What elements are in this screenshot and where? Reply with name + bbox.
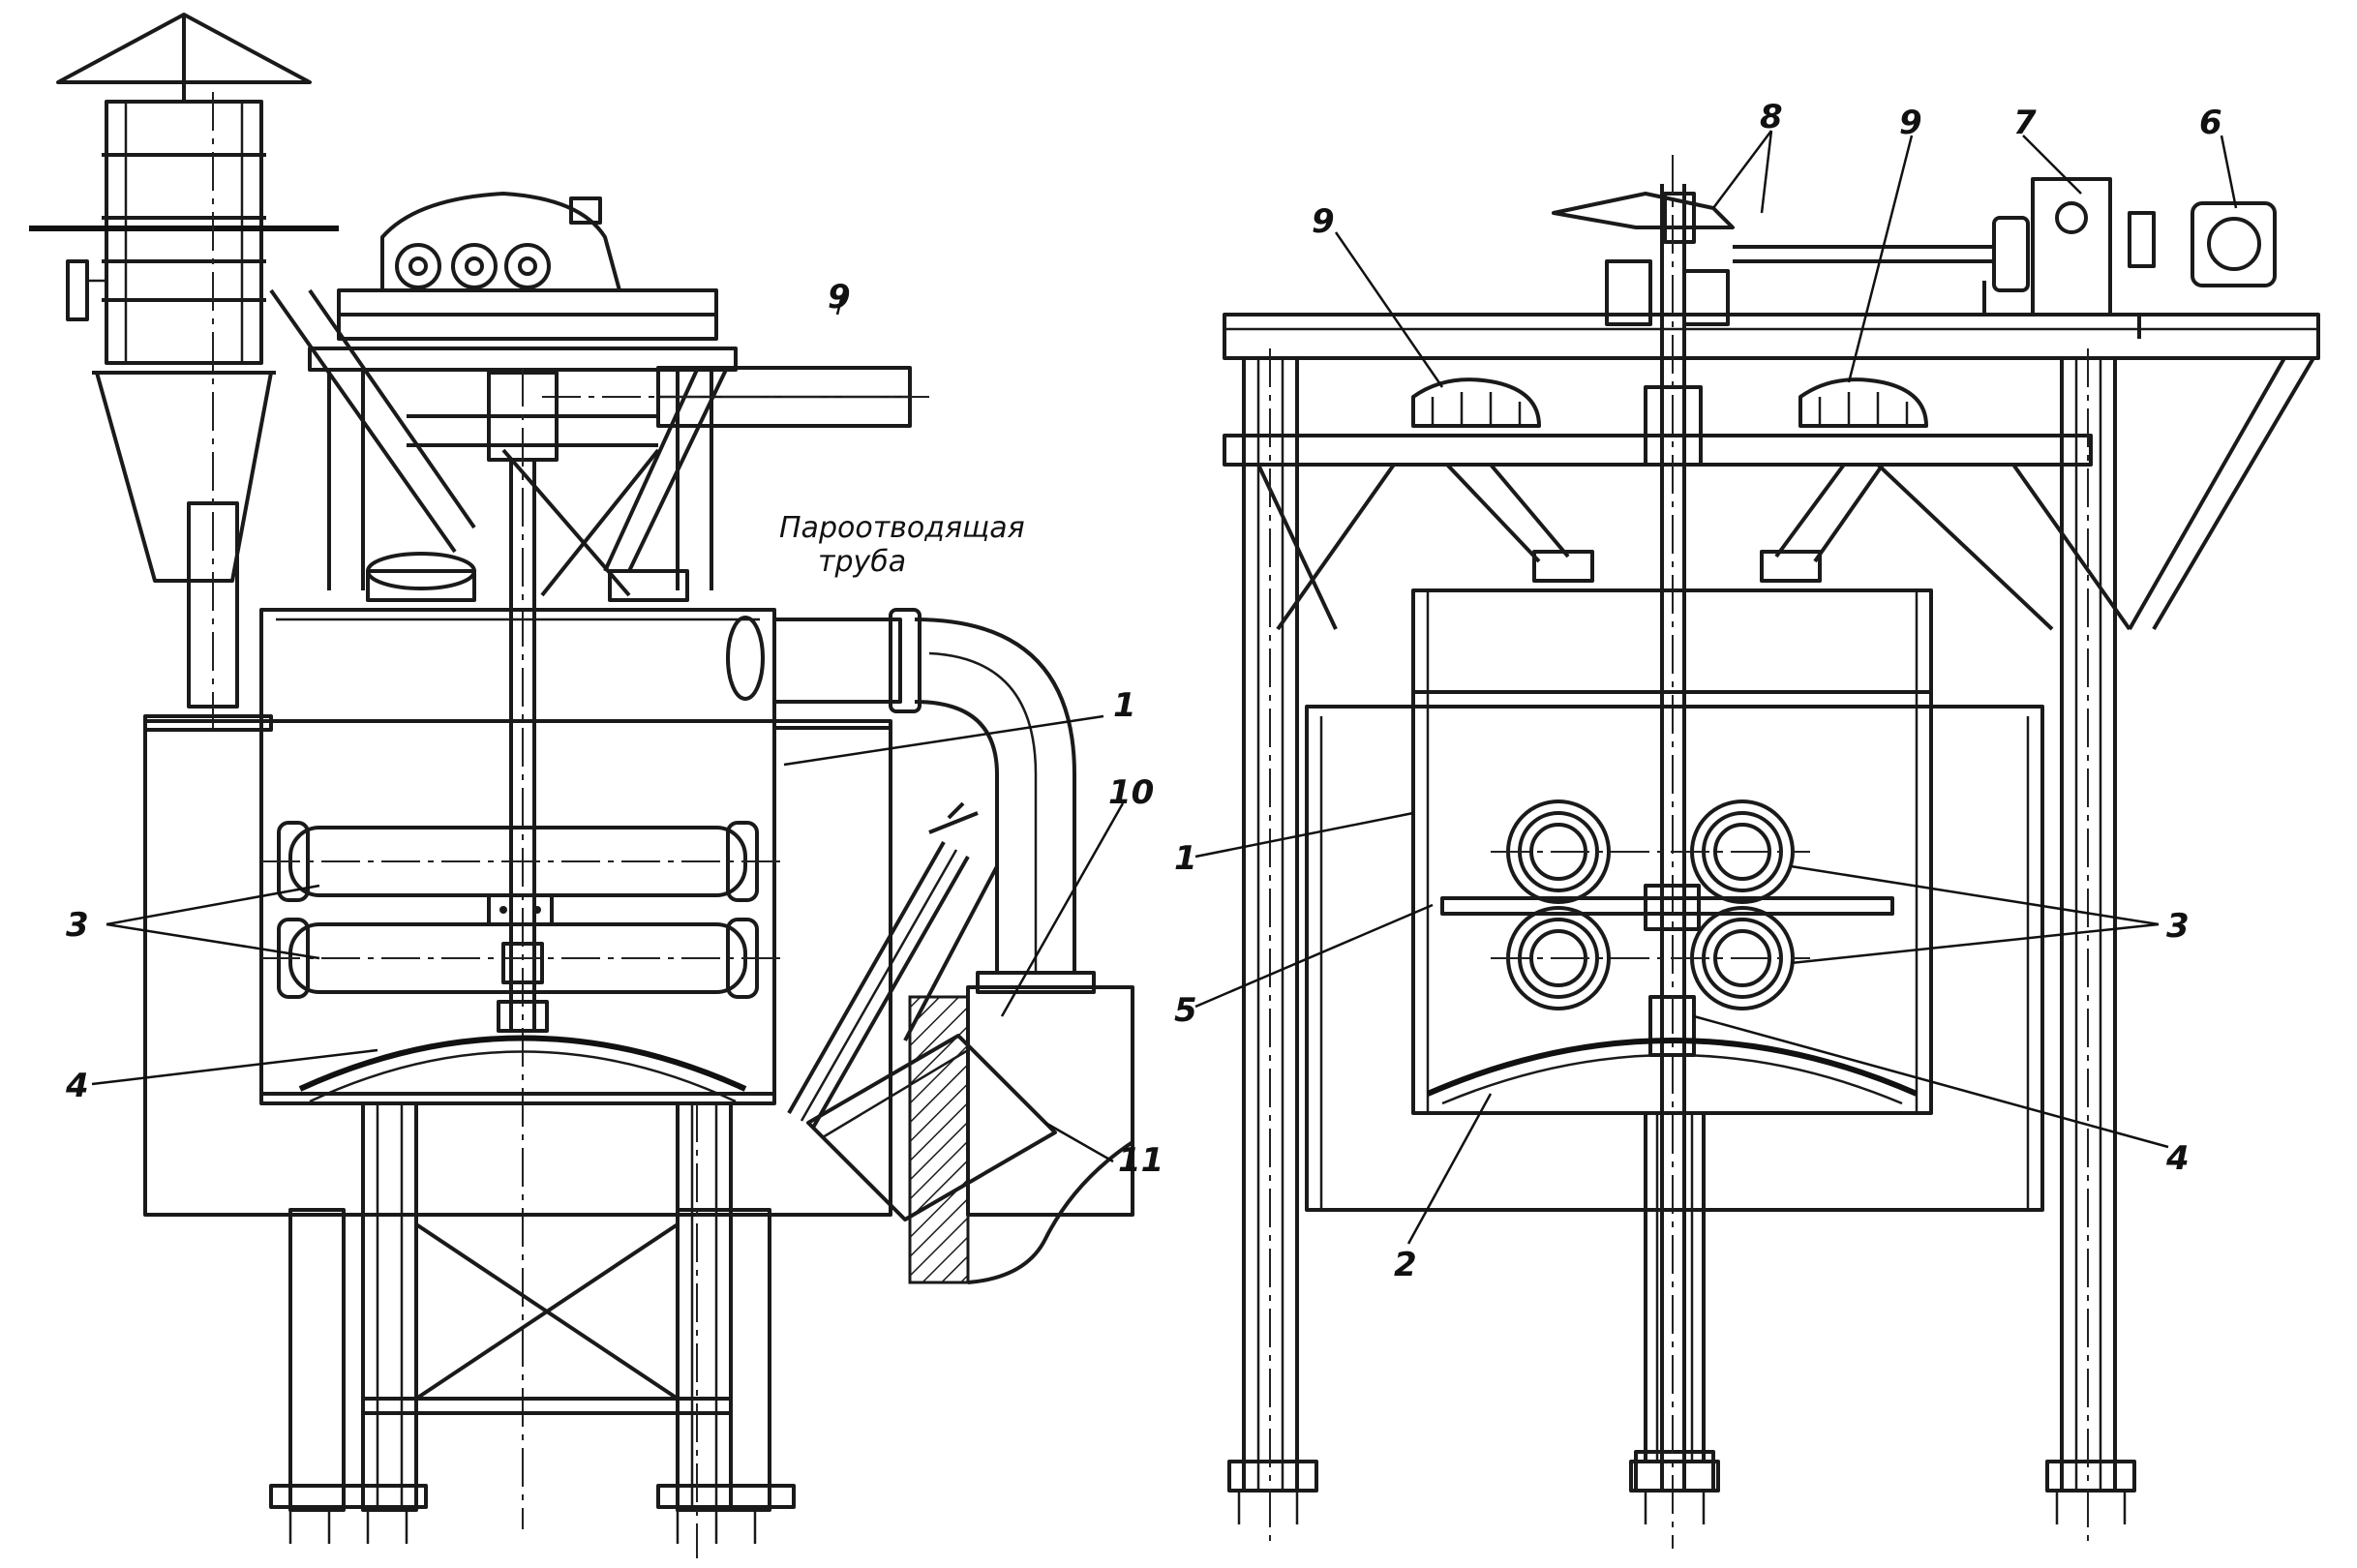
discharge-chute xyxy=(787,801,1134,1284)
curved-bottom-left xyxy=(261,1000,774,1103)
columns-right xyxy=(1227,348,2136,1549)
support-legs-left xyxy=(269,1101,796,1558)
label-3-left: 3 xyxy=(66,906,89,945)
steam-pipe-caption-line2: труба xyxy=(818,545,906,579)
heating-tubes-left xyxy=(261,821,784,999)
steam-pipe xyxy=(726,608,1096,994)
pipe-9 xyxy=(542,366,929,428)
label-1-left: 1 xyxy=(1113,686,1136,725)
label-4-left: 4 xyxy=(65,1067,89,1105)
label-9-right-b: 9 xyxy=(1899,104,1922,142)
label-3-right: 3 xyxy=(2166,907,2190,946)
label-6-right: 6 xyxy=(2199,104,2222,142)
label-10: 10 xyxy=(1108,773,1154,812)
center-leg xyxy=(1629,1111,1720,1524)
label-2-right: 2 xyxy=(1394,1246,1417,1284)
tube-rings xyxy=(1440,799,1894,1010)
right-view: 1 5 2 3 4 9 9 8 7 6 xyxy=(1174,98,2320,1549)
label-7-right: 7 xyxy=(2013,104,2037,142)
label-1-right: 1 xyxy=(1174,839,1197,878)
top-frame xyxy=(1223,313,2320,631)
gear-drive xyxy=(337,192,718,341)
label-5-right: 5 xyxy=(1174,991,1197,1030)
label-9-right-a: 9 xyxy=(1312,202,1335,241)
gearboxes-9 xyxy=(1411,377,1928,583)
label-4-right: 4 xyxy=(2165,1139,2190,1178)
leaders-left xyxy=(91,294,1125,1163)
exhaust-stack xyxy=(29,13,339,736)
vessel-left xyxy=(143,608,892,1217)
leaders-right xyxy=(1194,130,2238,1245)
drive-frame xyxy=(269,288,738,602)
left-view: 3 4 9 1 10 11 Пароотводящая труба xyxy=(29,13,1163,1558)
main-shaft xyxy=(487,368,559,1529)
label-11: 11 xyxy=(1118,1141,1163,1180)
label-9-left: 9 xyxy=(828,278,851,317)
label-8-right: 8 xyxy=(1760,98,1783,136)
steam-pipe-caption-line1: Пароотводящая xyxy=(779,511,1025,545)
